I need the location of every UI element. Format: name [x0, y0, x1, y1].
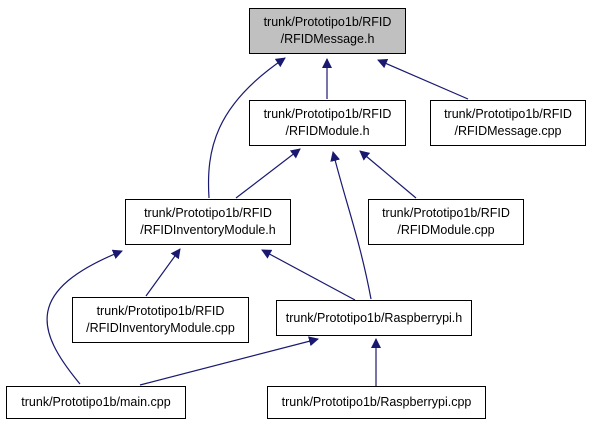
node-label-line2: /RFIDInventoryModule.cpp — [86, 321, 235, 335]
node-label-line1: trunk/Prototipo1b/RFID — [263, 15, 392, 29]
node-main-cpp[interactable]: trunk/Prototipo1b/main.cpp — [6, 386, 186, 419]
node-rfidmessage-cpp[interactable]: trunk/Prototipo1b/RFID /RFIDMessage.cpp — [430, 100, 586, 146]
node-raspberrypi-h[interactable]: trunk/Prototipo1b/Raspberrypi.h — [276, 300, 472, 336]
node-rfidmessage-h: trunk/Prototipo1b/RFID /RFIDMessage.h — [249, 8, 406, 54]
edge-rfidmodule-cpp-to-rfidmodule-h — [359, 150, 417, 199]
edge-raspberrypi-h-to-rfidinventorymodule-h — [261, 249, 356, 301]
node-raspberrypi-cpp[interactable]: trunk/Prototipo1b/Raspberrypi.cpp — [267, 386, 486, 419]
node-label-line2: /RFIDMessage.cpp — [454, 124, 562, 138]
node-label: trunk/Prototipo1b/Raspberrypi.cpp — [281, 395, 472, 409]
edge-rfidinventorymodule-h-to-rfidmodule-h — [235, 148, 301, 199]
node-label-line2: /RFIDModule.h — [285, 124, 370, 138]
node-rfidmodule-h[interactable]: trunk/Prototipo1b/RFID /RFIDModule.h — [249, 100, 406, 146]
node-label-line2: /RFIDInventoryModule.h — [140, 223, 276, 237]
node-label: trunk/Prototipo1b/Raspberrypi.h — [285, 310, 463, 325]
node-label-line1: trunk/Prototipo1b/RFID — [444, 107, 572, 121]
node-label-line1: trunk/Prototipo1b/RFID — [144, 206, 272, 220]
node-rfidmodule-cpp[interactable]: trunk/Prototipo1b/RFID /RFIDModule.cpp — [368, 199, 524, 245]
edge-main-cpp-to-raspberrypi-h — [139, 336, 319, 386]
node-rfidinventorymodule-h[interactable]: trunk/Prototipo1b/RFID /RFIDInventoryMod… — [125, 199, 291, 245]
edge-raspberrypi-h-to-rfidmodule-h — [330, 151, 372, 300]
node-label-line1: trunk/Prototipo1b/RFID — [96, 304, 225, 318]
node-label-line1: trunk/Prototipo1b/RFID — [263, 107, 392, 121]
edge-rfidinventorymodule-cpp-to-rfidinventorymodule-h — [145, 248, 181, 297]
edge-rfidmessage-cpp-to-rfidmessage-h — [377, 58, 469, 100]
edge-main-cpp-to-rfidinventorymodule-h — [46, 249, 123, 385]
node-label-line2: /RFIDModule.cpp — [397, 223, 495, 237]
node-label: trunk/Prototipo1b/main.cpp — [21, 395, 171, 409]
node-label-line1: trunk/Prototipo1b/RFID — [382, 206, 510, 220]
node-label-line2: /RFIDMessage.h — [280, 32, 375, 46]
edge-rfidinventorymodule-h-to-rfidmessage-h — [207, 57, 286, 199]
node-rfidinventorymodule-cpp[interactable]: trunk/Prototipo1b/RFID /RFIDInventoryMod… — [72, 297, 249, 343]
